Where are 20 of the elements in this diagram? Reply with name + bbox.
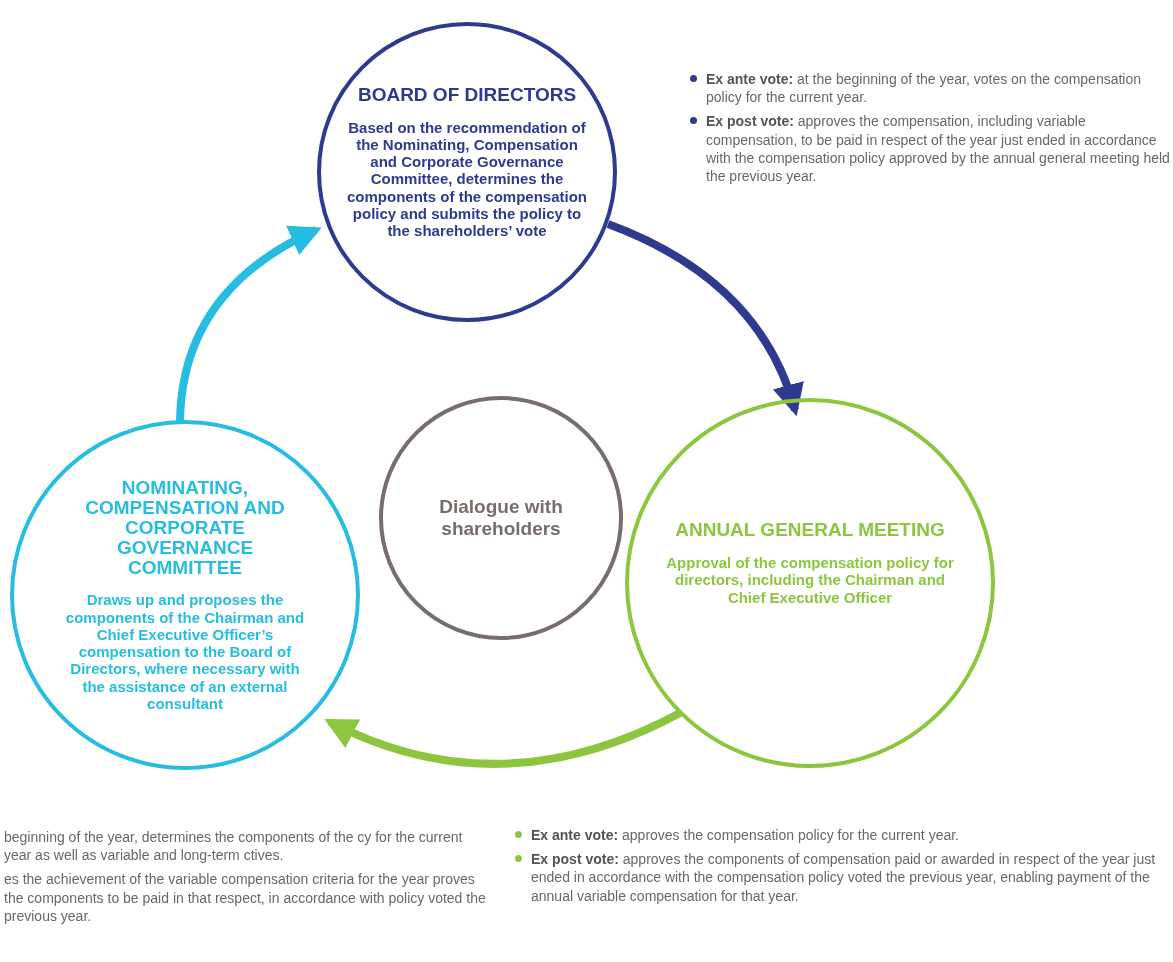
node-title: ANNUAL GENERAL MEETING [674, 520, 946, 541]
note-text: es the achievement of the variable compensation criteria for the year proves the components to be paid in that respect, in accordance with policy voted the previous year. [3, 870, 487, 925]
note-text: Ex post vote: approves the compensation, including variable compensation, to be paid in respect of the year just ended in accordance with the compensation policy approved by the annual general meeting held the previous year. [688, 112, 1173, 186]
circle-node [10, 420, 360, 770]
node-text: Based on the recommendation of the Nominating, Compensation and Corporate Governance Committee, determines the components of the compensation policy and submits the policy to the shareholders’ vote [346, 118, 588, 240]
curved-arrow [606, 220, 803, 417]
curved-arrow [324, 709, 682, 768]
node-title: BOARD OF DIRECTORS [356, 84, 578, 105]
note-text: Ex ante vote: at the beginning of the year, votes on the compensation policy for the current year. [688, 70, 1173, 107]
curved-arrow [176, 226, 322, 422]
circle-node [379, 396, 623, 640]
node-text: Approval of the compensation policy for directors, including the Chairman and Chief Executive Officer [665, 554, 955, 606]
node-text: Dialogue with shareholders [438, 496, 564, 540]
note-text: Ex ante vote: approves the compensation policy for the current year. [513, 826, 1163, 845]
note-text: Ex post vote: approves the components of compensation paid or awarded in respect of the year just ended in accordance with the compensation policy voted the previous year, enabling payment of the annual variable compensation for that year. [513, 850, 1163, 905]
circle-node [317, 22, 617, 322]
node-text: Draws up and proposes the components of the Chairman and Chief Executive Officer’s compensation to the Board of Directors, where necessary with the assistance of an external consultant [64, 591, 306, 713]
note-text: beginning of the year, determines the components of the cy for the current year as well as variable and long-term ctives. [3, 828, 464, 865]
node-title: NOMINATING, COMPENSATION AND CORPORATE GOVERNANCE COMMITTEE [84, 477, 286, 578]
circle-node [625, 398, 995, 768]
